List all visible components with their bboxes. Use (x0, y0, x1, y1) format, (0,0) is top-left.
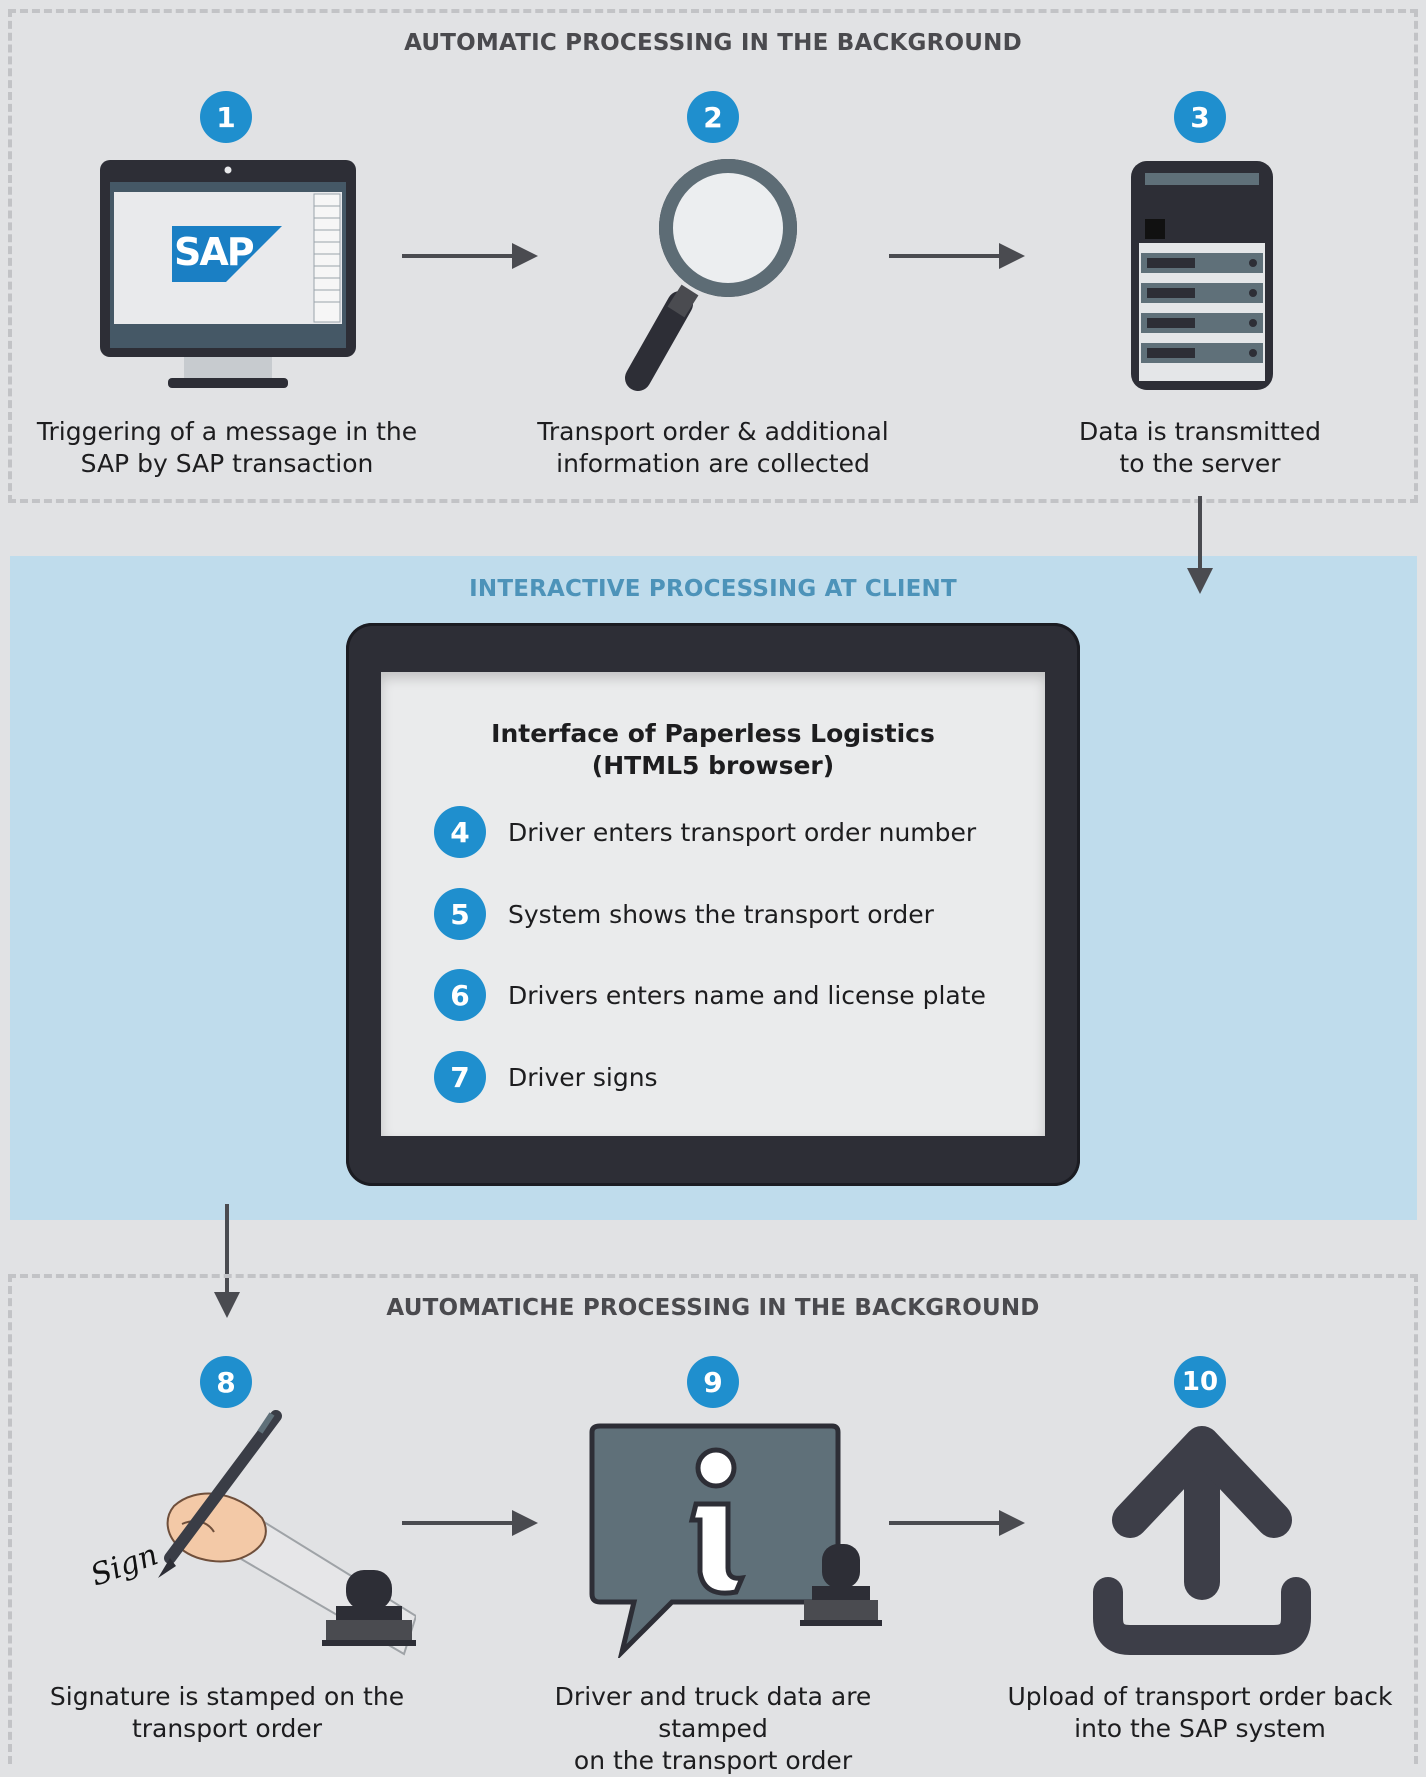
step-3-caption: Data is transmitted to the server (990, 416, 1410, 480)
caption-line: SAP by SAP transaction (80, 449, 374, 478)
sap-monitor-icon (100, 160, 356, 388)
bottom-section-frame (8, 1274, 1418, 1764)
arrow-right-icon (889, 1510, 1025, 1536)
step-5-badge: 5 (434, 888, 486, 940)
tablet-step-4: 4 Driver enters transport order number (434, 806, 976, 858)
step-9-caption: Driver and truck data are stamped on the… (503, 1681, 923, 1777)
tablet-step-5: 5 System shows the transport order (434, 888, 934, 940)
step-10-caption: Upload of transport order back into the … (990, 1681, 1410, 1745)
step-6-text: Drivers enters name and license plate (508, 980, 986, 1010)
caption-line: transport order (131, 1714, 323, 1743)
tablet-step-6: 6 Drivers enters name and license plate (434, 969, 986, 1021)
caption-line: into the SAP system (1074, 1714, 1326, 1743)
step-5-text: System shows the transport order (508, 899, 934, 929)
info-bubble-icon (589, 1423, 882, 1658)
step-9-badge: 9 (687, 1356, 739, 1408)
server-icon (1131, 161, 1273, 390)
arrow-right-icon (402, 1510, 538, 1536)
caption-line: Driver and truck data are stamped (554, 1682, 872, 1743)
caption-line: Data is transmitted (1079, 417, 1321, 446)
step-8-badge: 8 (200, 1356, 252, 1408)
step-8-caption: Signature is stamped on the transport or… (17, 1681, 437, 1745)
step-3-badge: 3 (1174, 91, 1226, 143)
step-4-text: Driver enters transport order number (508, 817, 977, 847)
middle-section-title: INTERACTIVE PROCESSING AT CLIENT (469, 576, 957, 602)
step-2-caption: Transport order & additional information… (503, 416, 923, 480)
caption-line: Signature is stamped on the (49, 1682, 405, 1711)
arrow-right-icon (402, 243, 538, 269)
step-6-badge: 6 (434, 969, 486, 1021)
tablet-title-line: Interface of Paperless Logistics (491, 719, 935, 748)
step-1-caption: Triggering of a message in the SAP by SA… (17, 416, 437, 480)
caption-line: to the server (1119, 449, 1281, 478)
caption-line: on the transport order (573, 1746, 853, 1775)
caption-line: information are collected (556, 449, 870, 478)
arrow-down-icon (214, 1204, 240, 1318)
arrow-right-icon (889, 243, 1025, 269)
sap-logo-text: SAP (174, 230, 255, 274)
upload-icon (1093, 1426, 1311, 1655)
tablet-title-line: (HTML5 browser) (591, 751, 835, 780)
step-7-text: Driver signs (508, 1062, 658, 1092)
signature-pen-icon (158, 1410, 416, 1656)
tablet-screen (381, 672, 1045, 1136)
arrow-down-icon (1187, 496, 1213, 594)
bottom-section-title: AUTOMATICHE PROCESSING IN THE BACKGROUND (386, 1295, 1040, 1321)
tablet-title: Interface of Paperless Logistics (HTML5 … (381, 718, 1045, 782)
caption-line: Transport order & additional (537, 417, 889, 446)
step-7-badge: 7 (434, 1051, 486, 1103)
caption-line: Triggering of a message in the (36, 417, 418, 446)
step-1-badge: 1 (200, 91, 252, 143)
magnifying-glass-icon (625, 159, 797, 391)
step-4-badge: 4 (434, 806, 486, 858)
caption-line: Upload of transport order back (1007, 1682, 1393, 1711)
step-10-badge: 10 (1174, 1356, 1226, 1408)
sap-logo (172, 226, 282, 282)
top-section-title: AUTOMATIC PROCESSING IN THE BACKGROUND (404, 30, 1022, 56)
step-2-badge: 2 (687, 91, 739, 143)
top-section-frame (8, 9, 1418, 503)
tablet-step-7: 7 Driver signs (434, 1051, 658, 1103)
